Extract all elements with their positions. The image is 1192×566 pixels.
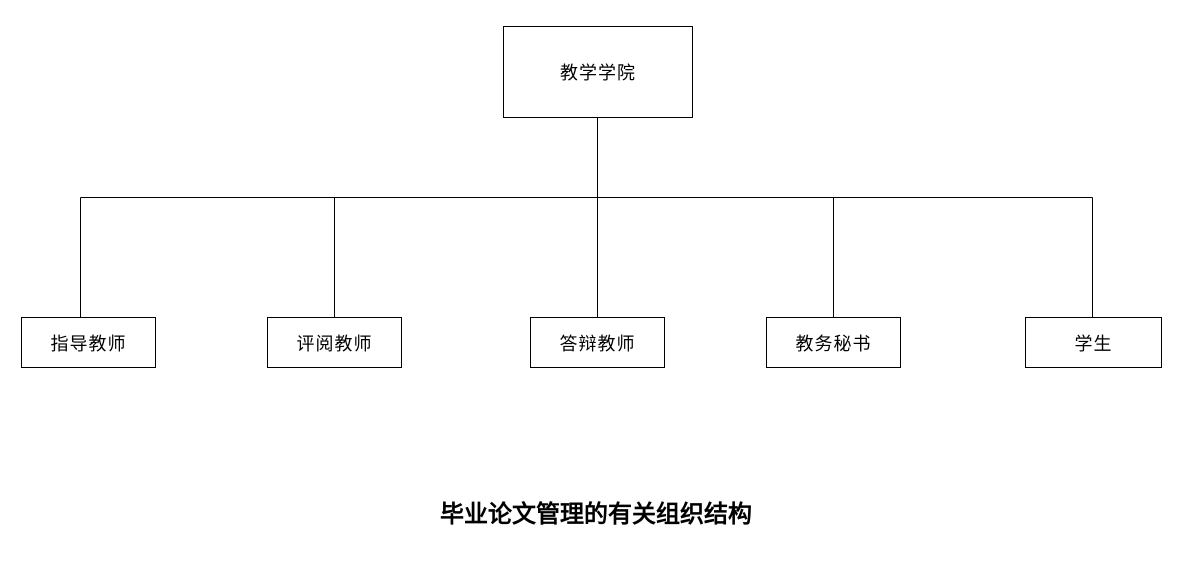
node-college-label: 教学学院	[560, 63, 636, 83]
node-reviewer-teacher: 评阅教师	[267, 317, 402, 368]
node-student: 学生	[1025, 317, 1162, 368]
node-defense-teacher-label: 答辩教师	[559, 333, 636, 354]
node-academic-secretary-label: 教务秘书	[795, 333, 872, 354]
diagram-caption: 毕业论文管理的有关组织结构	[440, 501, 752, 528]
node-reviewer-teacher-label: 评阅教师	[296, 333, 373, 354]
node-supervisor-teacher-label: 指导教师	[50, 333, 127, 354]
node-supervisor-teacher: 指导教师	[21, 317, 156, 368]
node-defense-teacher: 答辩教师	[530, 317, 665, 368]
node-academic-secretary: 教务秘书	[766, 317, 901, 368]
node-college: 教学学院	[503, 26, 693, 118]
node-student-label: 学生	[1074, 333, 1113, 354]
